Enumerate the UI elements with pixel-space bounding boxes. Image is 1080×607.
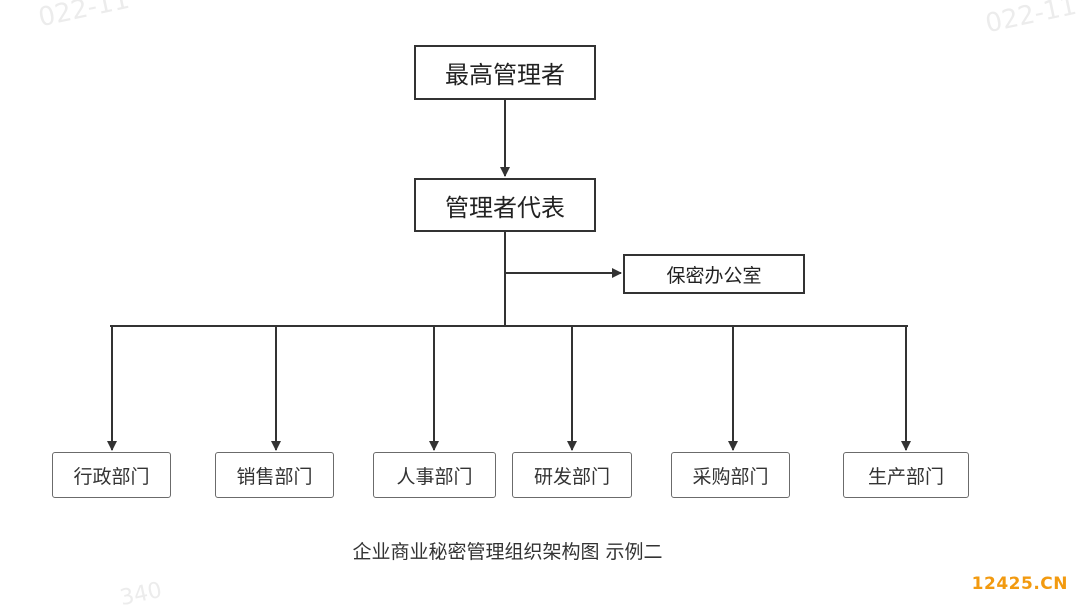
node-dept-production: 生产部门	[843, 452, 969, 498]
logo-number: 12425	[971, 574, 1034, 594]
node-secret-office: 保密办公室	[623, 254, 805, 294]
diagram-caption: 企业商业秘密管理组织架构图 示例二	[352, 541, 663, 563]
logo-suffix: .CN	[1033, 574, 1068, 594]
node-top-manager: 最高管理者	[414, 45, 596, 100]
node-dept-admin: 行政部门	[52, 452, 171, 498]
node-dept-purchase: 采购部门	[671, 452, 790, 498]
node-manager-representative: 管理者代表	[414, 178, 596, 232]
node-dept-hr: 人事部门	[373, 452, 496, 498]
node-dept-rnd: 研发部门	[512, 452, 632, 498]
node-dept-sales: 销售部门	[215, 452, 334, 498]
site-logo: 12425.CN	[972, 574, 1068, 594]
